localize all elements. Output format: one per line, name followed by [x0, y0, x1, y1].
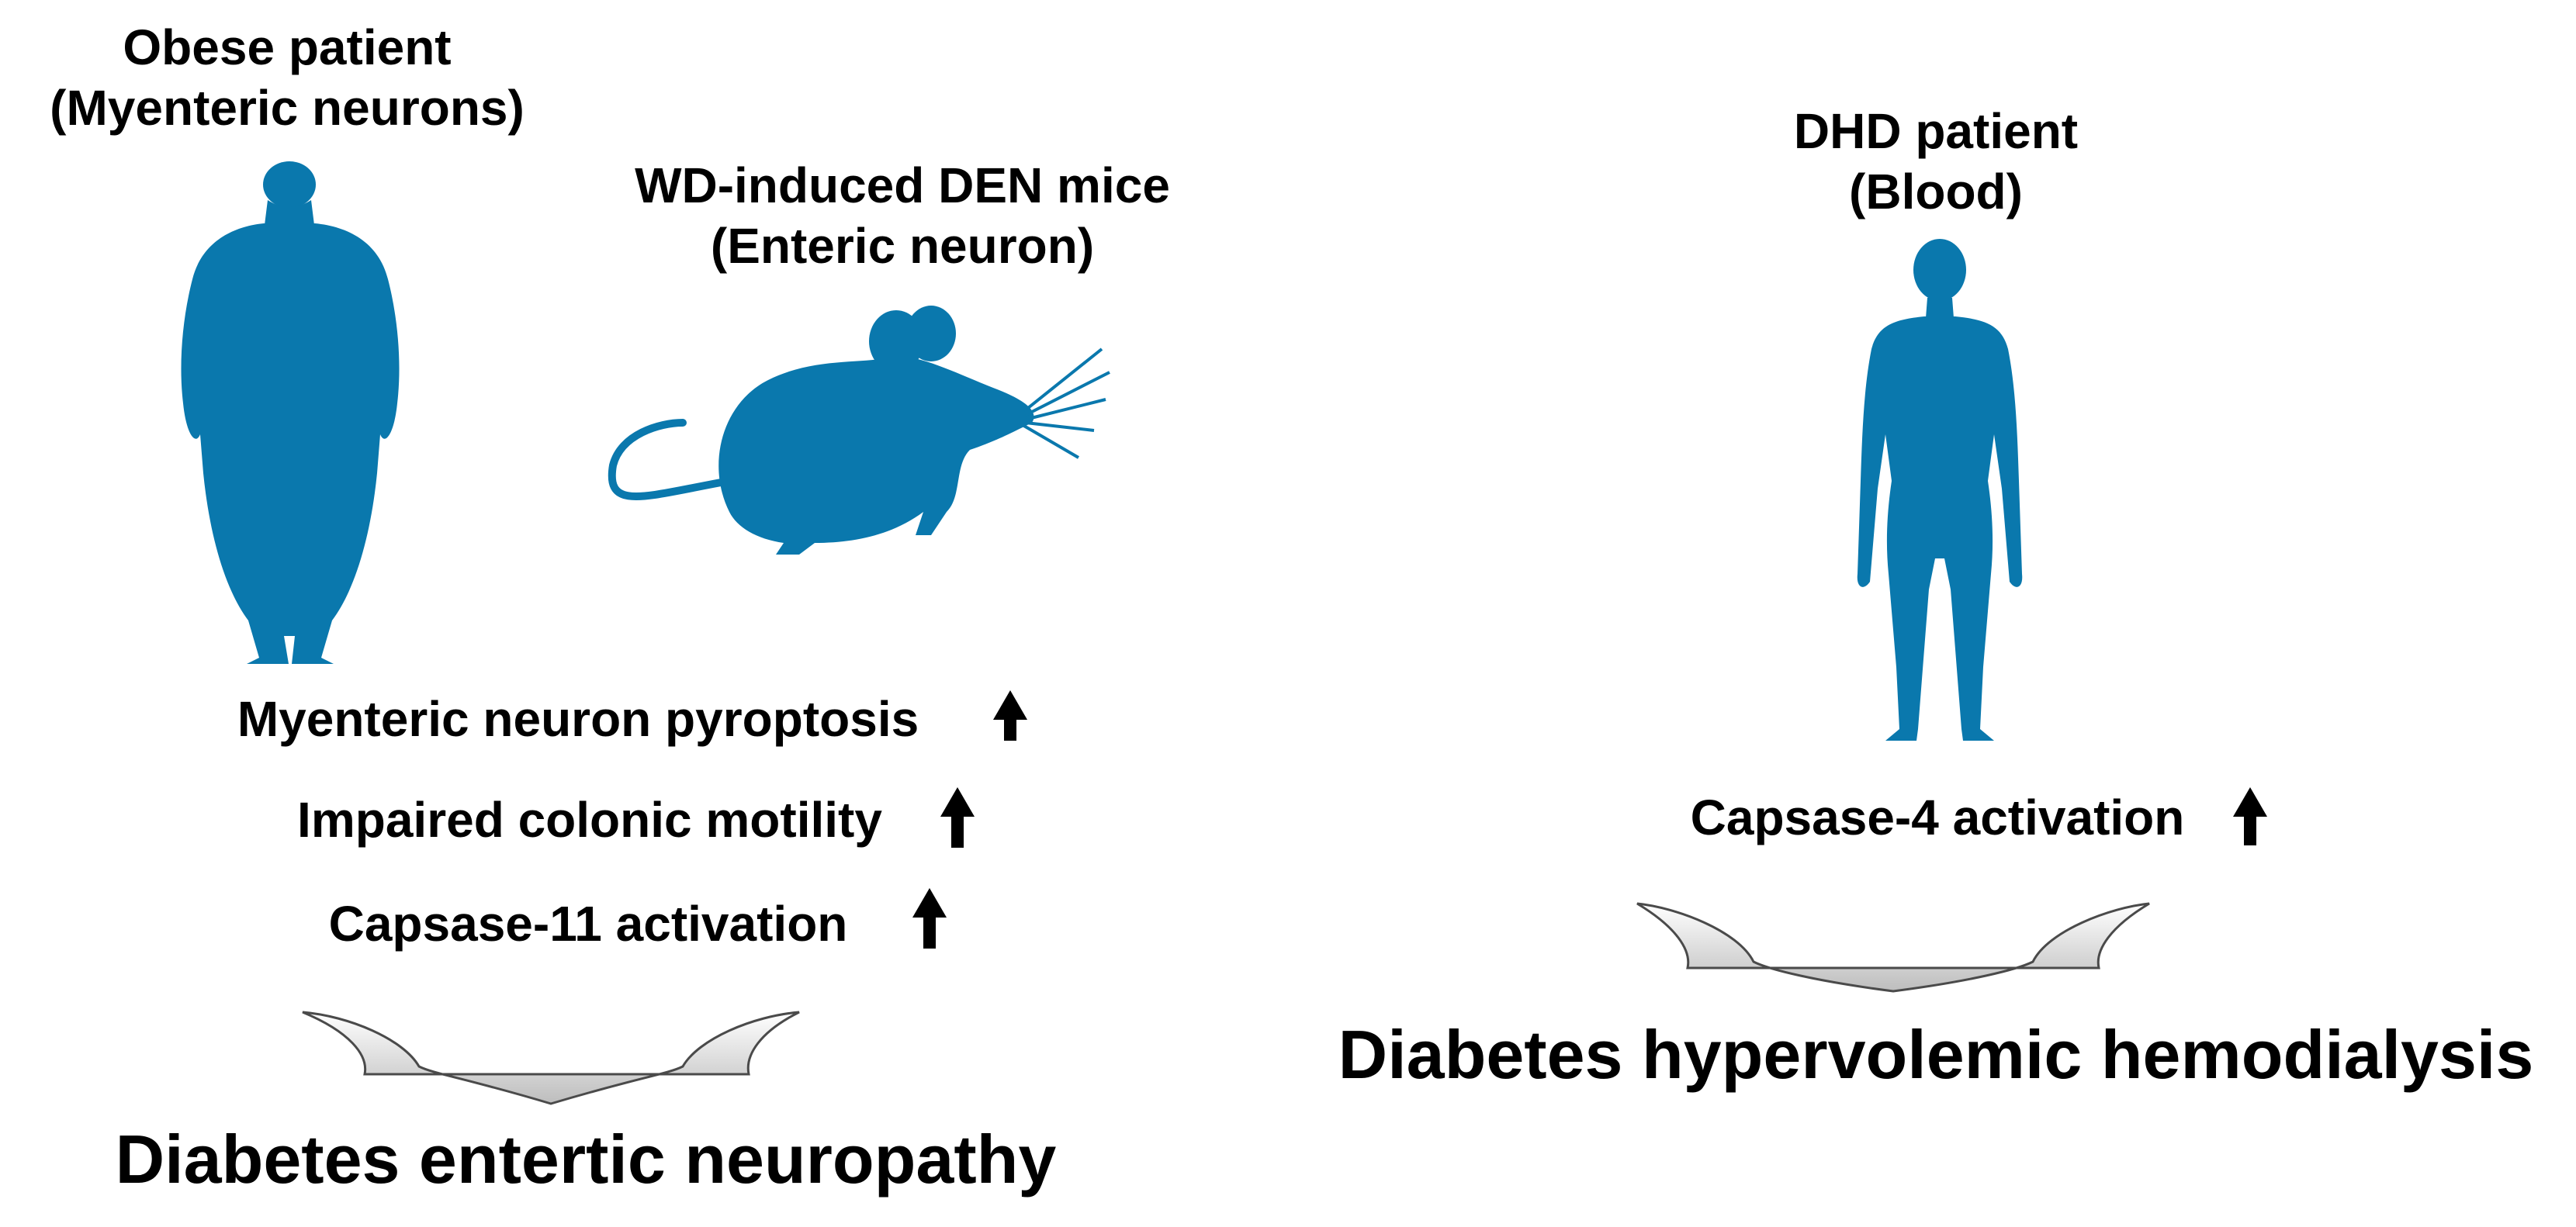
dhd-patient-subtitle: (Blood) [1849, 164, 2023, 219]
funnel-arrow-left [302, 1011, 800, 1105]
finding-capsase-11: Capsase-11 activation [328, 896, 848, 952]
obese-patient-subtitle: (Myenteric neurons) [50, 80, 525, 136]
mouse-icon [608, 306, 1110, 555]
finding-pyroptosis: Myenteric neuron pyroptosis [237, 691, 919, 747]
dhd-patient-title: DHD patient [1793, 103, 2079, 159]
mice-label: WD-induced DEN mice (Enteric neuron) [635, 155, 1170, 276]
obese-patient-title: Obese patient [123, 19, 452, 75]
outcome-right: Diabetes hypervolemic hemodialysis [1338, 1016, 2534, 1093]
outcome-left: Diabetes entertic neuropathy [115, 1121, 1057, 1198]
up-arrow-icon [912, 888, 947, 949]
up-arrow-icon [2233, 787, 2267, 845]
obese-patient-icon [181, 161, 400, 664]
mice-subtitle: (Enteric neuron) [710, 218, 1095, 274]
finding-motility: Impaired colonic motility [297, 792, 882, 848]
finding-capsase-4: Capsase-4 activation [1690, 790, 2185, 845]
dhd-patient-label: DHD patient (Blood) [1794, 101, 2078, 222]
funnel-arrow-right [1636, 902, 2150, 993]
mice-title: WD-induced DEN mice [635, 157, 1170, 213]
up-arrow-icon [940, 787, 975, 848]
up-arrow-icon [993, 690, 1027, 741]
obese-patient-label: Obese patient (Myenteric neurons) [50, 17, 525, 138]
dhd-patient-icon [1857, 239, 2023, 741]
